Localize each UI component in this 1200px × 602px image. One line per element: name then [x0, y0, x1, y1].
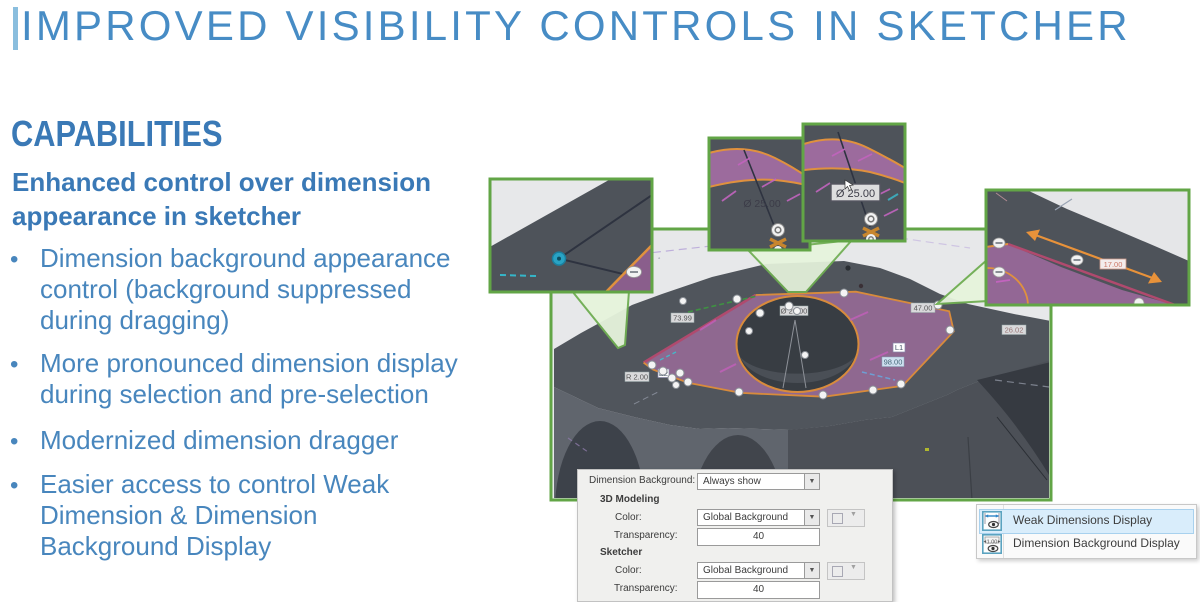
- svg-text:1.00: 1.00: [987, 540, 998, 546]
- svg-text:R 2.00: R 2.00: [626, 373, 648, 382]
- svg-text:98.00: 98.00: [884, 358, 903, 367]
- svg-text:47.00: 47.00: [914, 304, 933, 313]
- svg-text:Ø 25.00: Ø 25.00: [743, 198, 781, 210]
- svg-text:Ø 25.00: Ø 25.00: [836, 188, 875, 200]
- svg-text:26.02: 26.02: [1005, 326, 1024, 335]
- svg-text:L1: L1: [895, 343, 903, 352]
- svg-text:73.99: 73.99: [673, 314, 692, 323]
- svg-text:17.00: 17.00: [1104, 260, 1123, 269]
